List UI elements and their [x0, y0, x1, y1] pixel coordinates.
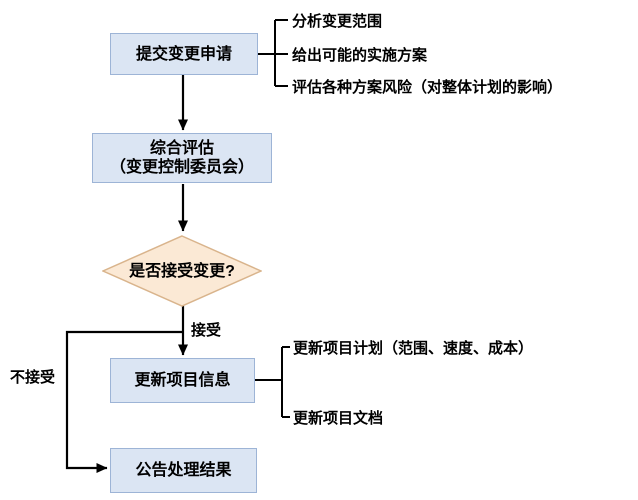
node-label: 公告处理结果: [135, 462, 232, 479]
annotation-implementation-plans: 给出可能的实施方案: [292, 46, 428, 64]
node-comprehensive-evaluation: 综合评估 （变更控制委员会）: [92, 133, 272, 183]
node-announce-result: 公告处理结果: [110, 448, 257, 493]
node-label: 提交变更申请: [135, 45, 232, 63]
diamond-shape: [102, 235, 262, 307]
node-update-project-info: 更新项目信息: [110, 358, 255, 403]
arrow-reject-to-announce: [65, 330, 183, 473]
edge-label-accept: 接受: [191, 322, 222, 339]
edge-label-reject: 不接受: [10, 369, 56, 386]
annotation-update-plan: 更新项目计划（范围、速度、成本）: [293, 339, 534, 357]
bracket-submit-annotations: [257, 19, 288, 87]
node-label: 更新项目信息: [134, 372, 231, 389]
node-label: 是否接受变更?: [129, 262, 235, 280]
annotation-update-docs: 更新项目文档: [293, 409, 384, 427]
node-label: 综合评估 （变更控制委员会）: [109, 140, 254, 176]
bracket-update-annotations: [255, 346, 290, 418]
node-submit-change-request: 提交变更申请: [110, 33, 258, 75]
annotation-analyze-scope: 分析变更范围: [292, 12, 383, 30]
annotation-risk-assessment: 评估各种方案风险（对整体计划的影响）: [292, 78, 563, 96]
node-accept-change-decision: 是否接受变更?: [102, 235, 262, 307]
